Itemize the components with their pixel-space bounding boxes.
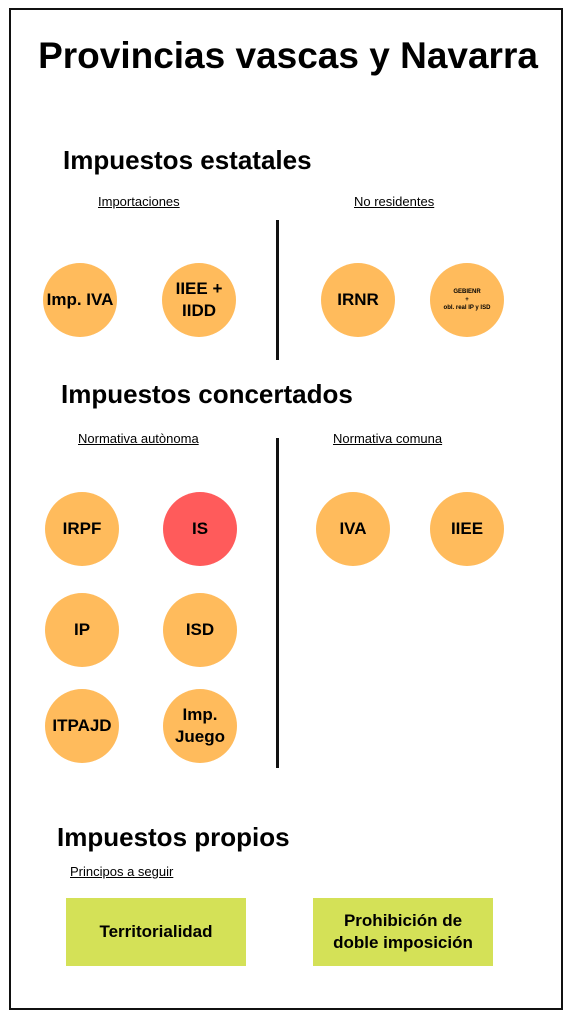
circle-iiee: IIEE	[430, 492, 504, 566]
heading-concertados: Impuestos concertados	[61, 379, 353, 409]
label-no-residentes: No residentes	[354, 194, 435, 209]
circle-isd: ISD	[163, 593, 237, 667]
circle-ip: IP	[45, 593, 119, 667]
circle-is: IS	[163, 492, 237, 566]
label-importaciones: Importaciones	[98, 194, 180, 209]
heading-propios: Impuestos propios	[57, 822, 290, 852]
circle-irnr: IRNR	[321, 263, 395, 337]
label-normativa-autonoma: Normativa autònoma	[78, 431, 199, 446]
label-normativa-comuna: Normativa comuna	[333, 431, 443, 446]
circle-irpf: IRPF	[45, 492, 119, 566]
circle-iiee-iidd: IIEE + IIDD	[162, 263, 236, 337]
box-prohibicion-doble-imposicion: Prohibición de doble imposición	[313, 898, 493, 966]
circle-gebienr: GEBIENR + obl. real IP y ISD	[430, 263, 504, 337]
page-frame	[9, 8, 563, 1010]
circle-imp-juego: Imp. Juego	[163, 689, 237, 763]
circle-itpajd: ITPAJD	[45, 689, 119, 763]
circle-iva: IVA	[316, 492, 390, 566]
page-title: Provincias vascas y Navarra	[38, 35, 538, 76]
heading-estatales: Impuestos estatales	[63, 145, 312, 175]
box-territorialidad: Territorialidad	[66, 898, 246, 966]
label-principos: Principos a seguir	[70, 864, 174, 879]
circle-imp-iva: Imp. IVA	[43, 263, 117, 337]
divider-concertados	[276, 438, 279, 768]
divider-estatales	[276, 220, 279, 360]
